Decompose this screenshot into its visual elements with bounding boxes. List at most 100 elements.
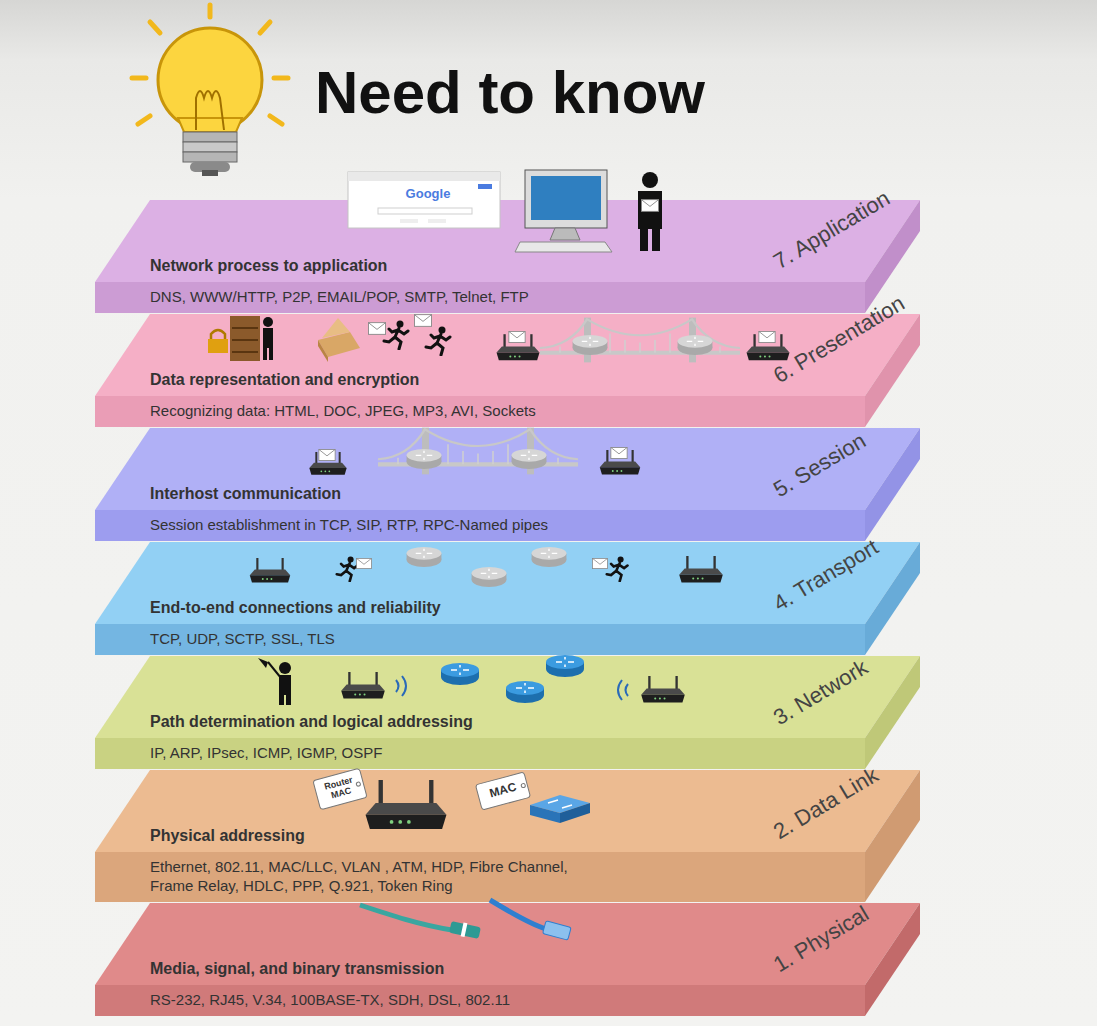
illustration-part [309,452,346,475]
illustration-part [638,191,662,229]
illustration-part [208,5,213,17]
illustration-part [178,118,242,132]
illustration-part [368,323,385,335]
illustration-part [641,200,658,212]
layer-description: Network process to application [150,256,387,275]
illustration-part [313,768,367,809]
illustration-part [269,348,273,360]
illustration-part [322,318,350,338]
slab-side-face [865,656,920,769]
slab-front-face [95,510,865,541]
illustration-part [313,768,367,809]
illustration-part [490,900,546,929]
illustration-part [263,328,273,348]
slab-side-face [865,770,920,902]
illustration-part [679,556,723,582]
illustration-part [366,780,447,829]
illustration-part [593,558,608,568]
illustration-part [384,321,408,350]
presentation-icons [208,315,789,363]
illustration-part [263,348,267,360]
illustration-part [202,170,218,176]
illustration-part [232,328,258,352]
slab-front-face [95,985,865,1016]
layer-description: Path determination and logical addressin… [150,712,473,731]
slab-front-face [95,738,865,769]
layer-protocols: TCP, UDP, SCTP, SSL, TLS [150,630,850,649]
illustration-part [274,76,288,81]
layer-protocols: Recognizing data: HTML, DOC, JPEG, MP3, … [150,402,850,421]
illustration-part [263,317,273,327]
illustration-part [414,315,431,327]
illustration-part [396,676,406,696]
illustration-part [461,923,468,938]
layer-description: Data representation and encryption [150,370,419,389]
illustration-part [360,905,452,930]
illustration-part [132,5,288,124]
illustration-part [208,339,228,353]
illustration-part [600,450,640,475]
osi-layer-band: Interhost communicationSession establish… [95,428,920,541]
slab-side-face [865,903,920,1016]
illustration-part [158,28,262,132]
illustration-part [348,172,500,181]
illustration-part [378,208,472,214]
illustration-part [356,782,361,787]
slab-top-face [95,428,920,510]
illustration-part [652,229,660,251]
slab-front-face [95,624,865,655]
layer-protocols: IP, ARP, IPsec, ICMP, IGMP, OSPF [150,744,850,763]
network-icons [258,655,685,705]
illustration-part [550,228,580,240]
illustration-part [260,22,270,33]
illustration-part [138,116,150,124]
illustration-part [268,662,281,678]
illustration-part [230,316,260,361]
illustration-part [407,547,442,567]
illustration-part [150,22,160,33]
illustration-part [319,449,335,460]
illustration-part [258,658,268,668]
layer-protocols: RS-232, RJ45, V.34, 100BASE-TX, SDH, DSL… [150,991,850,1010]
osi-layer-band: End-to-end connections and reliabilityTC… [95,542,920,655]
slab-front-face [95,396,865,427]
slab-front-face [95,852,865,902]
illustration-part [279,662,291,674]
illustration-part [546,655,584,677]
illustration-part [196,91,224,130]
illustration-part [190,162,230,172]
illustration-part [407,449,442,469]
illustration-part [560,803,590,823]
session-icons [309,428,640,475]
illustration-part [611,447,627,458]
application-icons [348,170,662,252]
illustration-part [515,242,612,252]
illustration-part [525,170,607,228]
page-title: Need to know [315,63,705,123]
illustration-part [747,334,790,360]
illustration-part [506,681,544,703]
data-link-icons [313,768,590,829]
illustration-part [337,556,358,581]
osi-layer-band: Media, signal, and binary transmissionRS… [95,903,920,1016]
illustration-part [449,921,481,939]
osi-layer-band: Data representation and encryptionRecogn… [95,314,920,427]
illustration-part [270,116,282,124]
slab-side-face [865,428,920,541]
illustration-part [475,772,530,810]
illustration-part [279,695,284,705]
illustration-part [279,675,291,695]
illustration-part [548,800,572,808]
light-bulb [132,5,288,176]
transport-icons [250,547,723,587]
layer-protocols: Session establishment in TCP, SIP, RTP, … [150,516,850,535]
illustration-part [543,921,571,940]
illustration-part [521,783,526,788]
layer-protocols: DNS, WWW/HTTP, P2P, EMAIL/POP, SMTP, Tel… [150,288,850,307]
layer-protocols: Ethernet, 802.11, MAC/LLC, VLAN , ATM, H… [150,858,600,896]
illustration-part [183,142,237,152]
illustration-part [475,772,530,810]
illustration-part [211,330,225,340]
slab-front-face [95,282,865,313]
layer-description: End-to-end connections and reliability [150,598,441,617]
